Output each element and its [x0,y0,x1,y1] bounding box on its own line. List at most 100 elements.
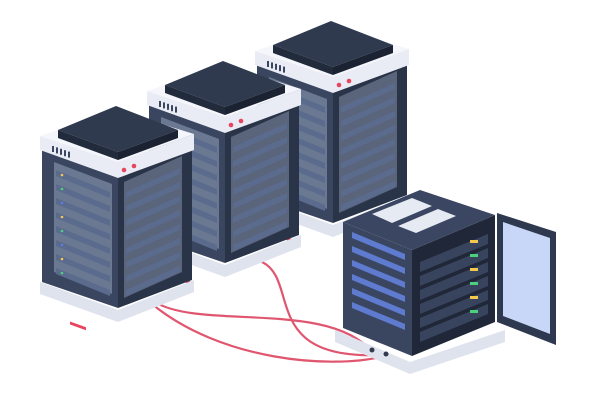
tower-cap-left [58,130,118,160]
rack-led [470,240,478,243]
vent-slit [267,61,269,67]
server-slot [126,210,180,240]
rack-vent-1 [372,198,432,223]
status-led [60,271,64,275]
status-led [60,173,64,177]
server-slot [56,198,110,226]
server-slot [341,181,395,211]
server-slot [56,268,110,296]
vent-slit [275,63,277,70]
vent-slit [167,103,169,110]
server-slot [341,83,395,113]
tower-cap-side [40,134,194,178]
rack-side-slot [352,274,405,302]
rack-side-slot [352,246,405,274]
rack-unit [420,304,488,342]
vent-slit [163,102,165,109]
network-rack [335,190,556,374]
server-slot [126,266,180,296]
vent-slit [60,148,62,155]
tower-cap-top [58,106,178,152]
rack-led [470,310,478,313]
tower-cap-right [225,85,285,115]
vent-slit [279,65,281,72]
rack-unit [420,248,488,286]
tower-cap-left [165,85,225,115]
server-slot [126,238,180,268]
rack-vent-2 [398,209,456,233]
server-slot [233,137,287,167]
server-tower-1 [40,106,194,331]
rack-side-slot [352,302,405,330]
server-slot [233,221,287,251]
server-slot [126,168,180,198]
power-led [336,82,342,88]
server-slot [233,123,287,153]
rack-led [470,296,478,299]
server-slot [341,111,395,141]
tower-cap-right [333,45,393,75]
server-slot [233,151,287,181]
server-slot [56,184,110,212]
server-slot [233,207,287,237]
rack-led [470,254,478,257]
status-led [60,187,64,191]
vent-slit [159,101,161,107]
power-led [346,78,352,84]
tower-cap-left [273,45,333,75]
rack-led [470,282,478,285]
rack-base [335,330,505,374]
server-slot [56,240,110,268]
server-slot [233,165,287,195]
server-slot [56,254,110,282]
cable-2 [261,261,381,357]
tower-cap-right [118,130,178,160]
tower-cap-side [147,89,301,133]
server-slot [126,196,180,226]
vent-slit [56,147,58,154]
tower-cap-top [273,21,393,67]
cables [151,261,386,363]
server-slot [233,193,287,223]
cable-3 [151,303,386,363]
rack-side-slot [352,260,405,288]
rack-side-slot [352,232,405,260]
server-slot [126,252,180,282]
server-slot [126,224,180,254]
rack-unit [420,276,488,314]
rack-side-slot [352,288,405,316]
power-led [131,163,137,169]
cable-1 [154,301,373,353]
rack-unit [420,262,488,300]
status-led [60,229,64,233]
power-led [121,167,127,173]
server-slot [56,170,110,198]
status-led [60,201,64,205]
tower-base [40,280,194,322]
cable-port [383,351,389,357]
power-led [228,122,234,128]
server-slot [341,125,395,155]
base-indicator [70,321,86,331]
status-led [60,243,64,247]
server-slot [341,153,395,183]
server-slot [341,139,395,169]
tower-cap-top [165,61,285,107]
server-slot [126,182,180,212]
rack-unit [420,290,488,328]
tower-cap-side [255,49,409,93]
rack-door-glass [503,222,550,334]
server-slot [56,226,110,254]
vent-slit [171,105,173,112]
vent-slit [64,150,66,157]
vent-slit [52,146,54,152]
rack-unit [420,234,488,272]
server-slot [233,179,287,209]
status-led [60,215,64,219]
server-slot [341,167,395,197]
vent-slit [175,106,177,113]
power-led [238,118,244,124]
status-led [60,257,64,261]
